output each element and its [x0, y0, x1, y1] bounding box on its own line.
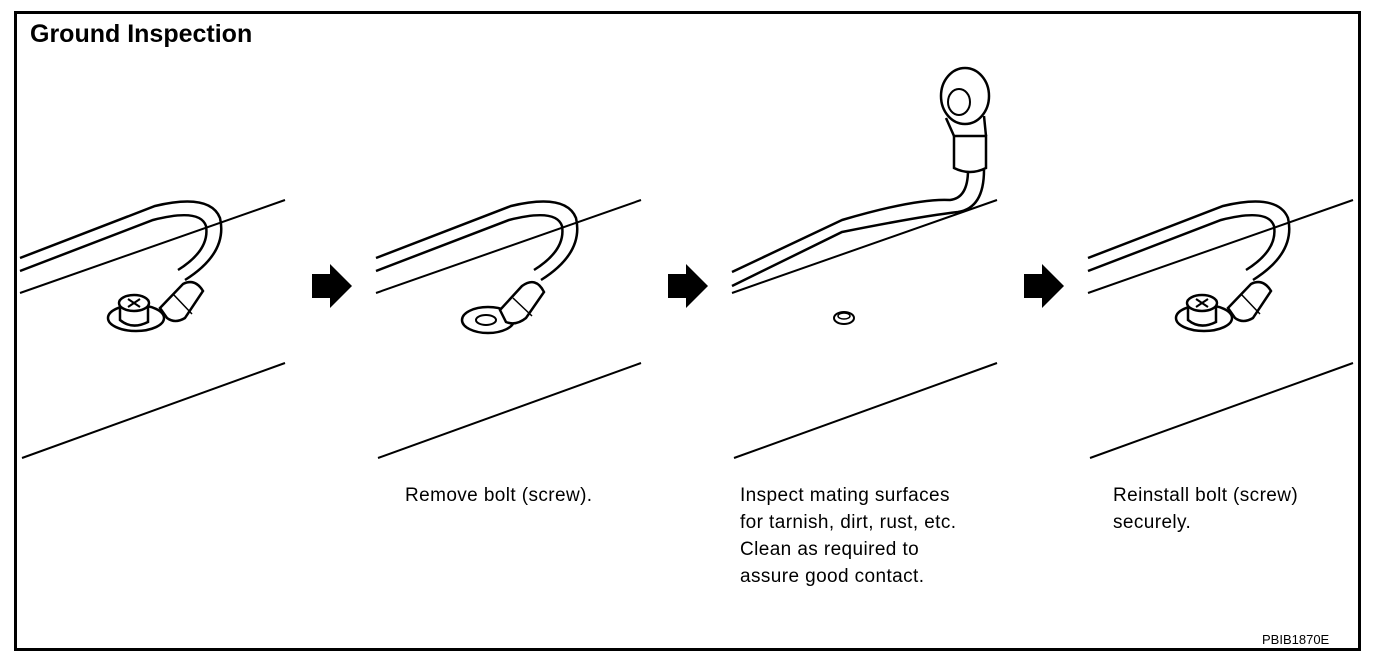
step-4-illustration	[1086, 199, 1354, 459]
arrow-icon-3	[1024, 264, 1064, 308]
arrow-icon-2	[668, 264, 708, 308]
step-4-caption: Reinstall bolt (screw) securely.	[1113, 485, 1299, 533]
step-2-caption: Remove bolt (screw).	[405, 485, 593, 506]
step-3-caption: Inspect mating surfaces for tarnish, dir…	[740, 485, 957, 587]
diagram-frame	[14, 11, 1361, 651]
step-1-illustration	[18, 199, 286, 459]
page-title: Ground Inspection	[30, 20, 253, 48]
step-2-illustration	[374, 199, 642, 459]
step-3-illustration	[731, 66, 998, 459]
figure-code: PBIB1870E	[1262, 632, 1330, 647]
arrow-icon-1	[312, 264, 352, 308]
